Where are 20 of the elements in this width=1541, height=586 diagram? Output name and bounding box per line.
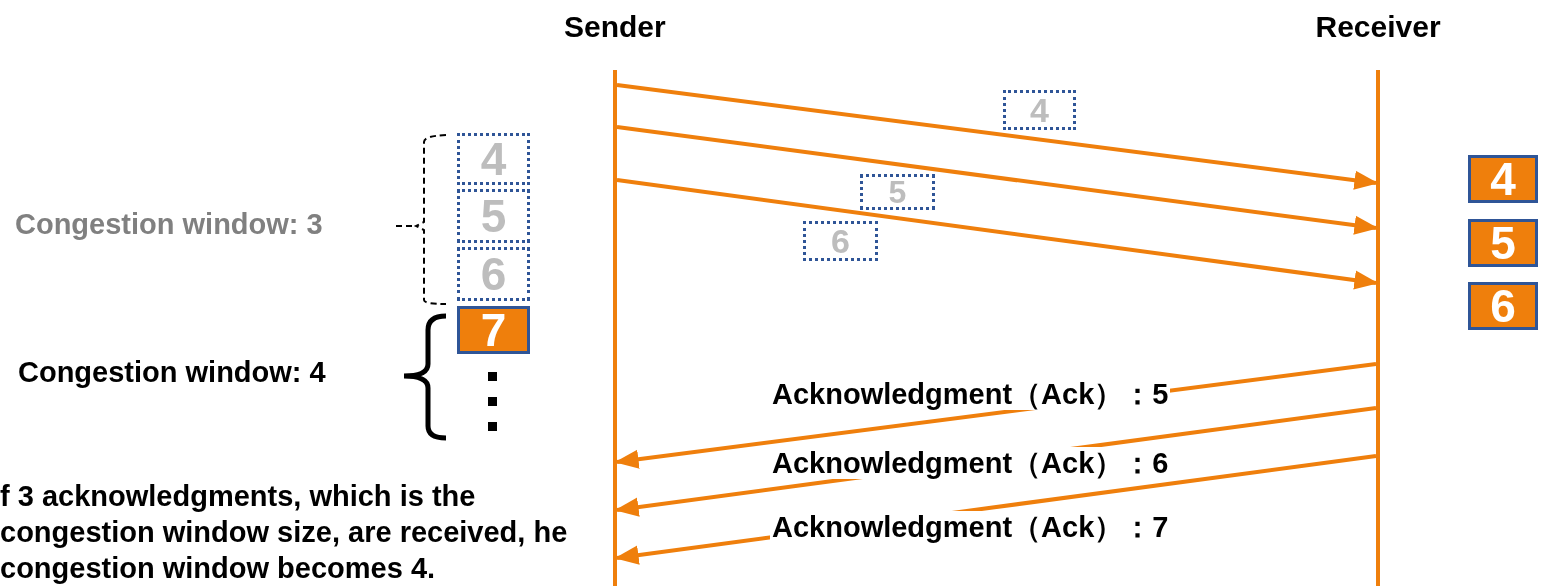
- packet-box: 5: [1468, 219, 1538, 267]
- edge-label: Acknowledgment（Ack）：7: [770, 511, 1171, 543]
- window-size-label: Congestion window: 3: [15, 208, 323, 241]
- pending-packet-box: 5: [457, 189, 530, 243]
- window-size-label: Congestion window: 4: [18, 356, 326, 389]
- participant-label: Receiver: [1315, 10, 1441, 44]
- edge-label: Acknowledgment（Ack）：6: [770, 447, 1171, 479]
- note-text: f 3 acknowledgments, which is the congestion window size, are received, he congestion window becomes 4.: [0, 479, 569, 586]
- message-arrow: [616, 83, 1379, 190]
- packet-box: 6: [1468, 282, 1538, 330]
- packet-box: 7: [457, 306, 530, 354]
- participant-label: Sender: [564, 10, 666, 44]
- packet-box: 4: [1468, 155, 1538, 203]
- message-arrow: [616, 125, 1379, 235]
- pending-packet-box: 5: [860, 174, 935, 210]
- pending-packet-box: 6: [803, 221, 878, 261]
- pending-packet-box: 4: [1003, 90, 1076, 130]
- pending-packet-box: 6: [457, 247, 530, 301]
- pending-packet-box: 4: [457, 133, 530, 185]
- message-arrow: [616, 178, 1379, 290]
